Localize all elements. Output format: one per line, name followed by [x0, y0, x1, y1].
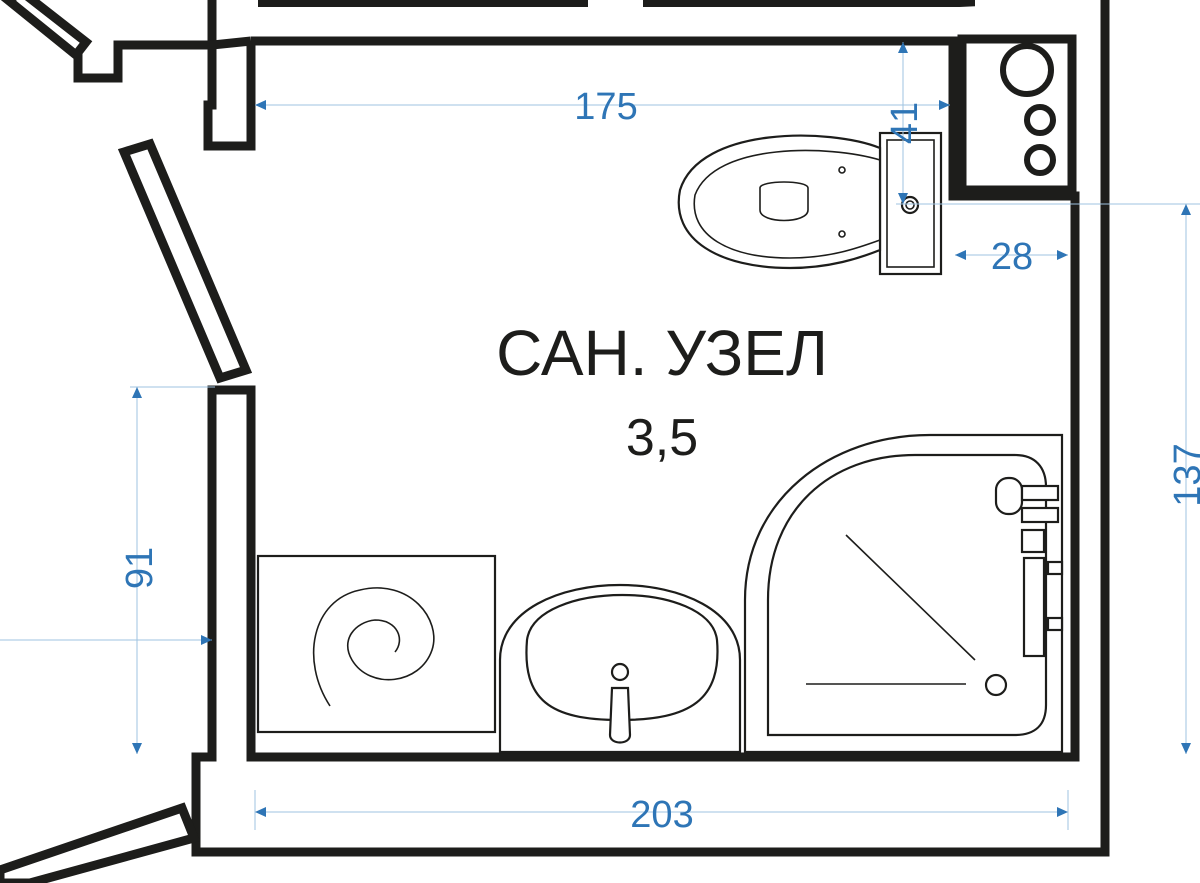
- room-name: САН. УЗЕЛ: [496, 317, 828, 389]
- room-area: 3,5: [626, 409, 698, 467]
- dimension-label-left-height: 91: [119, 547, 161, 589]
- wall-diagonal-upper: [0, 0, 93, 62]
- dimension-top-width: 175: [255, 86, 950, 128]
- wall-left-upper: [203, 36, 256, 151]
- dimension-label-right-height: 137: [1167, 443, 1200, 506]
- dimension-bottom-width: 203: [254, 790, 1069, 836]
- dimension-left-height: 91: [0, 386, 215, 754]
- sink-icon: [498, 584, 742, 754]
- washing-machine-icon: [256, 554, 497, 734]
- door-leaf-lower: [0, 802, 201, 883]
- wall-top-fragment-left: [258, 0, 588, 7]
- dimension-label-niche-width: 28: [991, 236, 1033, 278]
- stove-icon: [1000, 43, 1056, 176]
- toilet-icon: [677, 131, 943, 276]
- dimension-niche-depth: 41: [884, 42, 1200, 205]
- shower-cabin-icon: [743, 433, 1064, 754]
- dimension-label-niche-depth: 41: [884, 102, 926, 144]
- dimension-label-bottom-width: 203: [630, 794, 693, 836]
- door-leaf-upper: [117, 138, 253, 384]
- wall-top-fragment-right: [643, 0, 975, 7]
- dimension-label-top-width: 175: [574, 86, 637, 128]
- dimension-right-height: 137: [1167, 204, 1200, 754]
- dimension-niche-width: 28: [955, 236, 1068, 278]
